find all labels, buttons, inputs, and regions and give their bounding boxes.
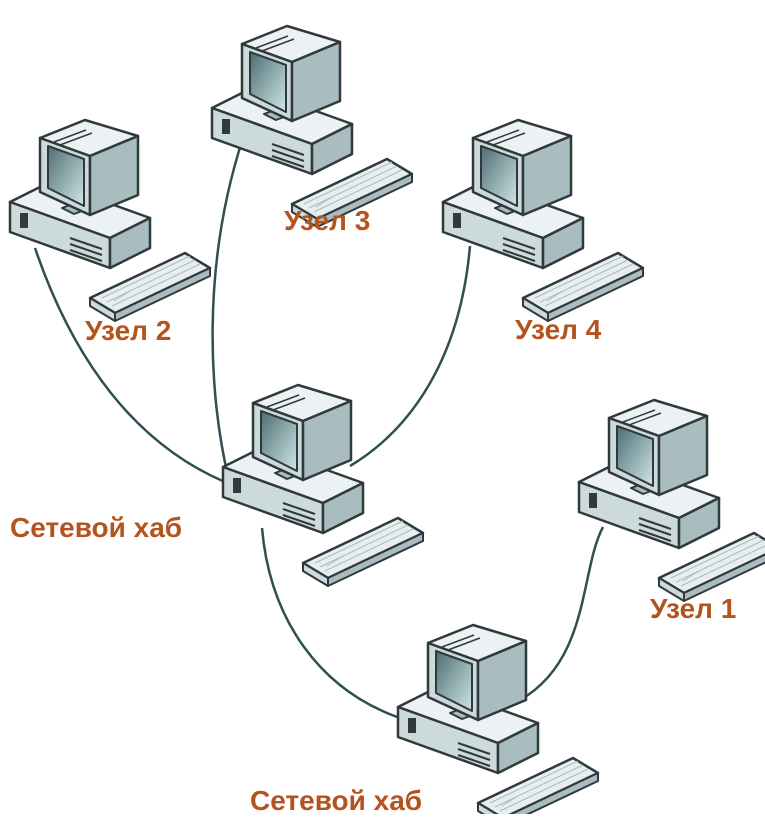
computer-node-3: [210, 24, 414, 229]
label-node-4: Узел 4: [515, 314, 602, 345]
cable-hub-hub: [260, 527, 401, 720]
label-node-1: Узел 1: [650, 593, 737, 624]
computer-node-4: [441, 118, 645, 323]
computer-node-1: [577, 398, 765, 603]
cable-hub-node3: [211, 137, 245, 477]
label-node-3: Узел 3: [284, 205, 371, 236]
cable-hub-node4: [349, 245, 472, 468]
cable-hub-node2: [33, 247, 226, 484]
label-hub-lower: Сетевой хаб: [250, 785, 423, 816]
computer-hub-upper: [221, 383, 425, 588]
label-hub-upper: Сетевой хаб: [10, 512, 183, 543]
computer-node-2: [8, 118, 212, 323]
network-cables: [33, 137, 605, 720]
cable-hub-node1: [519, 526, 605, 702]
label-node-2: Узел 2: [85, 315, 172, 346]
computer-hub-lower: [396, 623, 600, 814]
